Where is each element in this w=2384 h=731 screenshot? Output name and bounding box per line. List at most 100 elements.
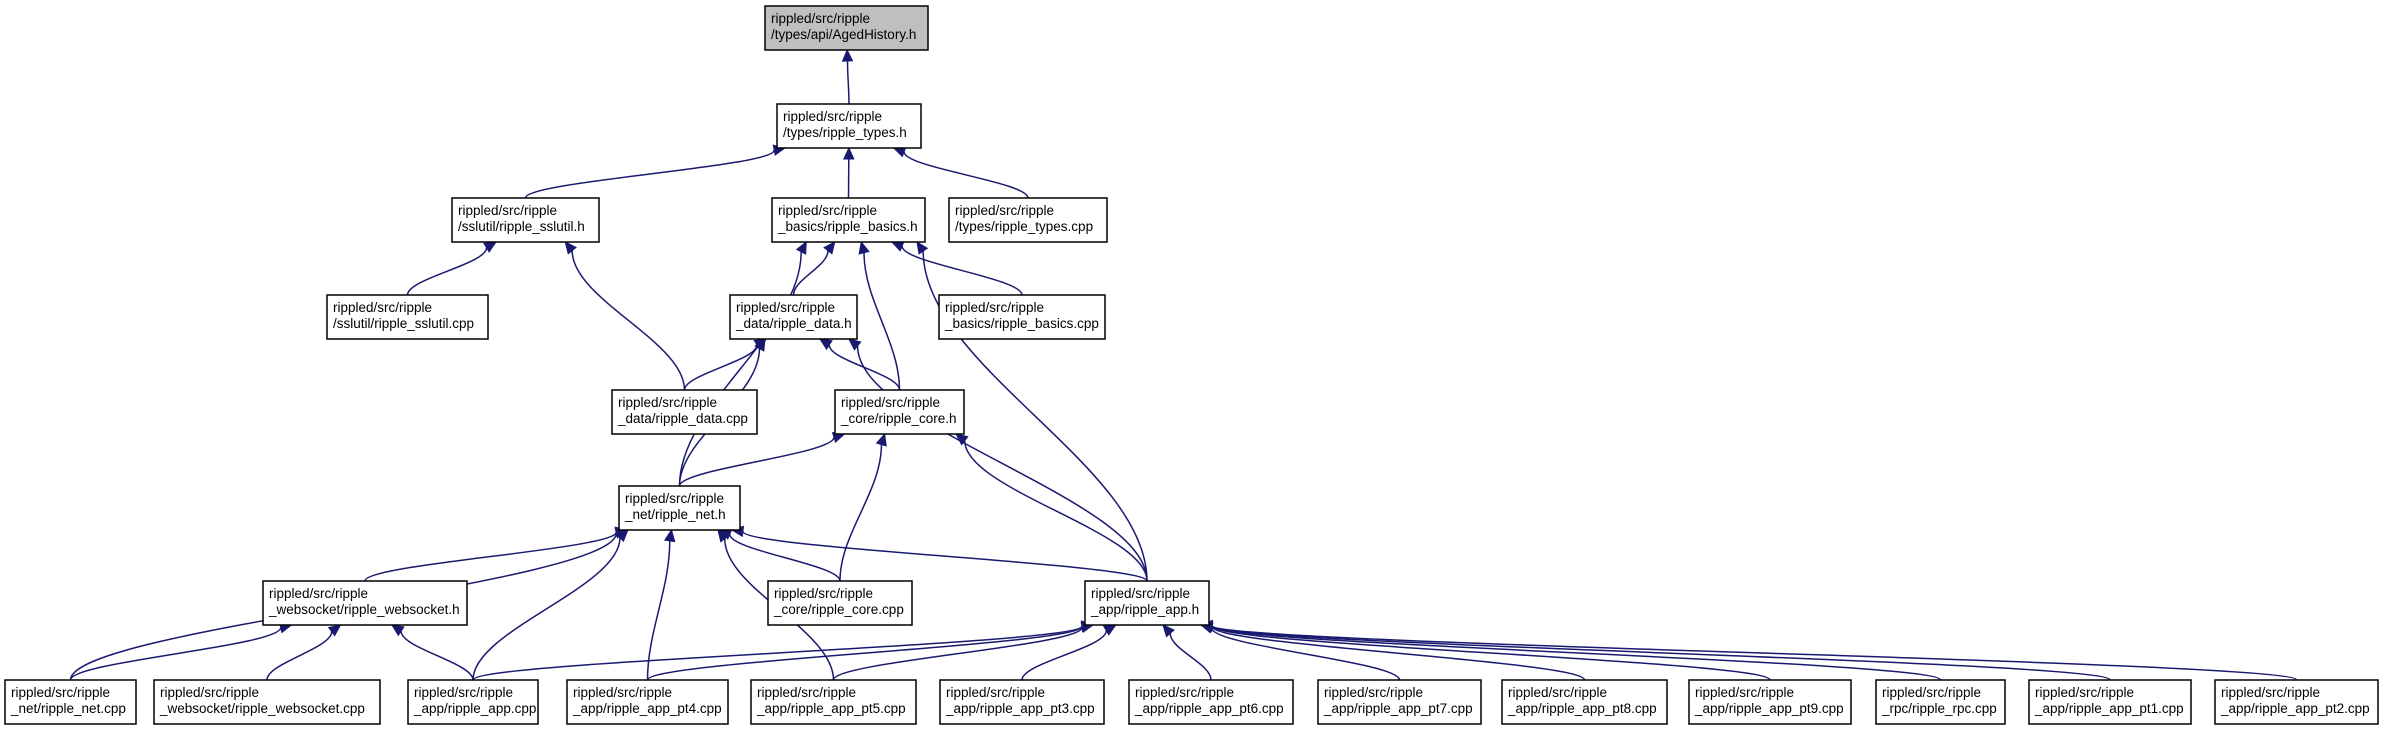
node-ripple-app-pt7-cpp[interactable]: rippled/src/ripple_app/ripple_app_pt7.cp… (1317, 679, 1482, 725)
node-box[interactable] (939, 679, 1105, 725)
edge-line (1021, 630, 1108, 681)
edge-ripple_core_h-to-ripple_data_h (818, 338, 901, 391)
edge-ripple_app_cpp-to-ripple_websocket_h (391, 624, 474, 681)
edge-ripple_sslutil_h-to-ripple_types_h (524, 144, 787, 199)
node-ripple-core-h[interactable]: rippled/src/ripple_core/ripple_core.h (834, 389, 965, 435)
node-box[interactable] (1688, 679, 1852, 725)
node-label-line: _app/ripple_app_pt2.cpp (2220, 701, 2370, 716)
node-ripple-app-pt9-cpp[interactable]: rippled/src/ripple_app/ripple_app_pt9.cp… (1688, 679, 1852, 725)
node-box[interactable] (776, 103, 922, 149)
node-ripple-basics-cpp[interactable]: rippled/src/ripple_basics/ripple_basics.… (938, 294, 1106, 340)
node-label-line: _app/ripple_app_pt6.cpp (1134, 701, 1284, 716)
edge-line (571, 250, 686, 391)
node-label-line: rippled/src/ripple (778, 203, 877, 218)
node-box[interactable] (948, 197, 1108, 243)
edge-ripple_app_pt3_cpp-to-ripple_app_h (1021, 624, 1117, 681)
edge-line (678, 436, 835, 487)
node-ripple-app-pt3-cpp[interactable]: rippled/src/ripple_app/ripple_app_pt3.cp… (939, 679, 1105, 725)
arrowhead (955, 433, 969, 446)
node-ripple-websocket-h[interactable]: rippled/src/ripple_websocket/ripple_webs… (262, 580, 468, 626)
edge-line (683, 344, 758, 391)
node-ripple-app-h[interactable]: rippled/src/ripple_app/ripple_app.h (1084, 580, 1210, 626)
node-box[interactable] (750, 679, 917, 725)
node-ripple-app-pt1-cpp[interactable]: rippled/src/ripple_app/ripple_app_pt1.cp… (2028, 679, 2192, 725)
node-ripple-net-cpp[interactable]: rippled/src/ripple_net/ripple_net.cpp (4, 679, 137, 725)
node-box[interactable] (771, 197, 926, 243)
node-box[interactable] (729, 294, 858, 340)
node-box[interactable] (326, 294, 489, 340)
node-aged-history-h[interactable]: rippled/src/ripple/types/api/AgedHistory… (764, 5, 929, 51)
edge-line (832, 626, 1083, 681)
node-ripple-sslutil-h[interactable]: rippled/src/ripple/sslutil/ripple_ssluti… (451, 197, 600, 243)
node-box[interactable] (1875, 679, 2006, 725)
node-ripple-core-cpp[interactable]: rippled/src/ripple_core/ripple_core.cpp (767, 580, 913, 626)
edge-ripple_rpc_cpp-to-ripple_app_h (1199, 620, 1942, 681)
node-label-line: rippled/src/ripple (955, 203, 1054, 218)
node-ripple-rpc-cpp[interactable]: rippled/src/ripple_rpc/ripple_rpc.cpp (1875, 679, 2006, 725)
node-box[interactable] (262, 580, 468, 626)
edge-ripple_net_cpp-to-ripple_websocket_h (69, 622, 293, 681)
node-box[interactable] (1501, 679, 1668, 725)
node-ripple-app-pt6-cpp[interactable]: rippled/src/ripple_app/ripple_app_pt6.cp… (1128, 679, 1294, 725)
node-label-line: rippled/src/ripple (2221, 685, 2320, 700)
node-ripple-app-pt4-cpp[interactable]: rippled/src/ripple_app/ripple_app_pt4.cp… (566, 679, 729, 725)
node-ripple-app-pt2-cpp[interactable]: rippled/src/ripple_app/ripple_app_pt2.cp… (2214, 679, 2379, 725)
node-box[interactable] (407, 679, 539, 725)
node-label-line: rippled/src/ripple (1091, 586, 1190, 601)
node-box[interactable] (764, 5, 929, 51)
node-ripple-websocket-cpp[interactable]: rippled/src/ripple_websocket/ripple_webs… (153, 679, 381, 725)
arrowhead (754, 337, 766, 352)
node-ripple-data-cpp[interactable]: rippled/src/ripple_data/ripple_data.cpp (611, 389, 758, 435)
edge-ripple_types_h-to-aged_history_h (841, 48, 854, 105)
edge-ripple_core_cpp-to-ripple_core_h (839, 432, 887, 582)
node-box[interactable] (618, 485, 741, 531)
node-box[interactable] (1084, 580, 1210, 626)
edge-line (1211, 625, 1771, 681)
edge-line (792, 250, 829, 296)
node-box[interactable] (2214, 679, 2379, 725)
node-label-line: _core/ripple_core.h (840, 411, 957, 426)
node-label-line: rippled/src/ripple (1324, 685, 1423, 700)
node-ripple-data-h[interactable]: rippled/src/ripple_data/ripple_data.h (729, 294, 858, 340)
node-box[interactable] (451, 197, 600, 243)
edge-line (1211, 624, 2298, 681)
node-label-line: _app/ripple_app_pt7.cpp (1323, 701, 1473, 716)
node-ripple-app-pt5-cpp[interactable]: rippled/src/ripple_app/ripple_app_pt5.cp… (750, 679, 917, 725)
node-box[interactable] (1317, 679, 1482, 725)
edge-line (963, 440, 1148, 582)
node-box[interactable] (767, 580, 913, 626)
node-ripple-app-pt8-cpp[interactable]: rippled/src/ripple_app/ripple_app_pt8.cp… (1501, 679, 1668, 725)
edge-line (856, 345, 1148, 582)
node-box[interactable] (1128, 679, 1294, 725)
node-label-line: /sslutil/ripple_sslutil.h (458, 219, 585, 234)
edge-line (472, 625, 1083, 681)
node-box[interactable] (566, 679, 729, 725)
edge-line (922, 251, 1148, 582)
node-box[interactable] (153, 679, 381, 725)
node-label-line: rippled/src/ripple (573, 685, 672, 700)
node-label-line: rippled/src/ripple (841, 395, 940, 410)
node-ripple-net-h[interactable]: rippled/src/ripple_net/ripple_net.h (618, 485, 741, 531)
node-label-line: _websocket/ripple_websocket.cpp (159, 701, 365, 716)
edge-ripple_basics_h-to-ripple_types_h (843, 146, 855, 199)
node-ripple-basics-h[interactable]: rippled/src/ripple_basics/ripple_basics.… (771, 197, 926, 243)
edge-ripple_net_h-to-ripple_core_h (678, 431, 846, 487)
edge-ripple_data_h-to-ripple_basics_h (792, 241, 836, 296)
node-label-line: _basics/ripple_basics.cpp (944, 316, 1099, 331)
node-ripple-sslutil-cpp[interactable]: rippled/src/ripple/sslutil/ripple_ssluti… (326, 294, 489, 340)
node-label-line: /types/api/AgedHistory.h (771, 27, 916, 42)
edge-ripple_core_cpp-to-ripple_net_h (718, 529, 841, 582)
node-box[interactable] (834, 389, 965, 435)
node-box[interactable] (2028, 679, 2192, 725)
node-box[interactable] (611, 389, 758, 435)
node-ripple-types-h[interactable]: rippled/src/ripple/types/ripple_types.h (776, 103, 922, 149)
edge-ripple_app_h-to-ripple_net_h (730, 525, 1148, 582)
node-box[interactable] (4, 679, 137, 725)
arrowhead (391, 624, 405, 637)
node-ripple-app-cpp[interactable]: rippled/src/ripple_app/ripple_app.cpp (407, 679, 539, 725)
node-box[interactable] (938, 294, 1106, 340)
arrowhead (858, 240, 870, 255)
edge-ripple_types_cpp-to-ripple_types_h (892, 146, 1029, 199)
node-ripple-types-cpp[interactable]: rippled/src/ripple/types/ripple_types.cp… (948, 197, 1108, 243)
node-label-line: _app/ripple_app_pt5.cpp (756, 701, 906, 716)
